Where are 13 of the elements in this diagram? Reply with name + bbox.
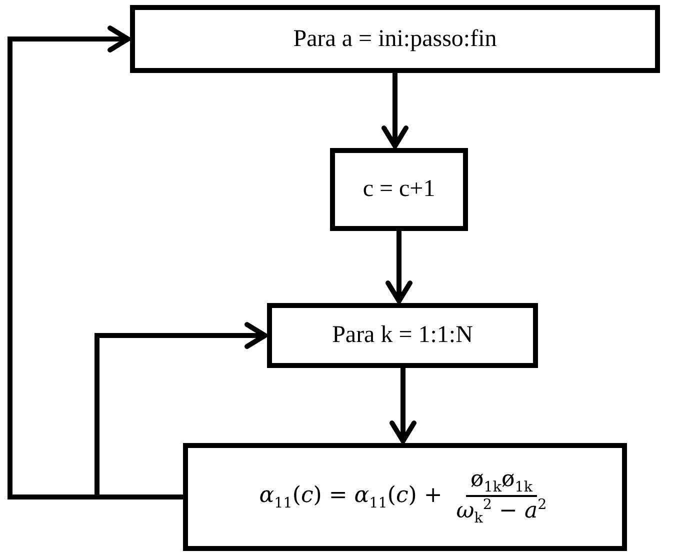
process-box <box>183 443 627 551</box>
denominator-text: ω$_{k}$$^{2}$ − a$^{2}$ <box>455 497 548 528</box>
formula-text: α$_{11}$(c) = α$_{11}$(c) + <box>259 482 442 512</box>
arrow <box>390 368 416 444</box>
process-box <box>330 148 468 231</box>
arrow <box>386 231 412 304</box>
numerator-text: ø$_{1k}$ø$_{1k}$ <box>466 466 536 498</box>
box-label: c = c+1 <box>362 176 436 203</box>
arrow <box>382 73 408 148</box>
process-box <box>130 5 660 73</box>
box-label: Para k = 1:1:N <box>332 322 473 349</box>
process-box <box>267 303 538 368</box>
box-label: Para a = ini:passo:fin <box>293 26 497 52</box>
